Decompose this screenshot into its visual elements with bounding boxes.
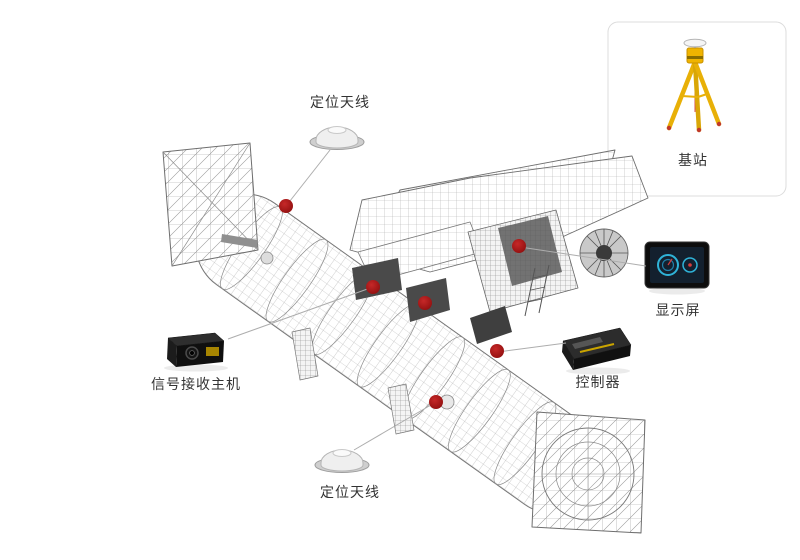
leader-line-controller <box>497 342 567 353</box>
display-screen-icon <box>644 241 710 295</box>
marker-dot <box>418 296 432 310</box>
marker-dot <box>429 395 443 409</box>
antenna-bottom-label: 定位天线 <box>320 484 380 500</box>
antenna-top-label: 定位天线 <box>310 94 370 110</box>
marker-dot <box>512 239 526 253</box>
mount-panel <box>352 258 402 300</box>
leader-line-antenna-top <box>285 149 331 207</box>
signal-receiver-icon <box>164 332 228 372</box>
controller-label: 控制器 <box>575 374 621 390</box>
machine-wireframe-illustration <box>162 142 649 534</box>
tripod-base-station-icon <box>666 38 722 133</box>
gnss-antenna-bottom-icon <box>314 449 370 473</box>
receiver-label: 信号接收主机 <box>151 376 241 392</box>
leader-lines <box>227 149 647 451</box>
leader-line-display <box>519 246 647 267</box>
marker-dot <box>366 280 380 294</box>
base-station-label: 基站 <box>678 152 708 168</box>
gnss-antenna-top-icon <box>309 126 365 150</box>
fan-disc <box>579 228 629 278</box>
marker-dot <box>279 199 293 213</box>
end-frame-right <box>531 411 646 534</box>
leader-line-receiver <box>227 286 374 340</box>
controller-icon <box>562 327 632 375</box>
end-frame-left <box>162 142 259 267</box>
leader-line-antenna-bottom <box>353 401 437 451</box>
cab-structure <box>467 209 579 317</box>
mount-panel <box>470 306 512 344</box>
marker-dot <box>490 344 504 358</box>
display-label: 显示屏 <box>655 302 701 318</box>
marker-dots <box>279 199 526 409</box>
